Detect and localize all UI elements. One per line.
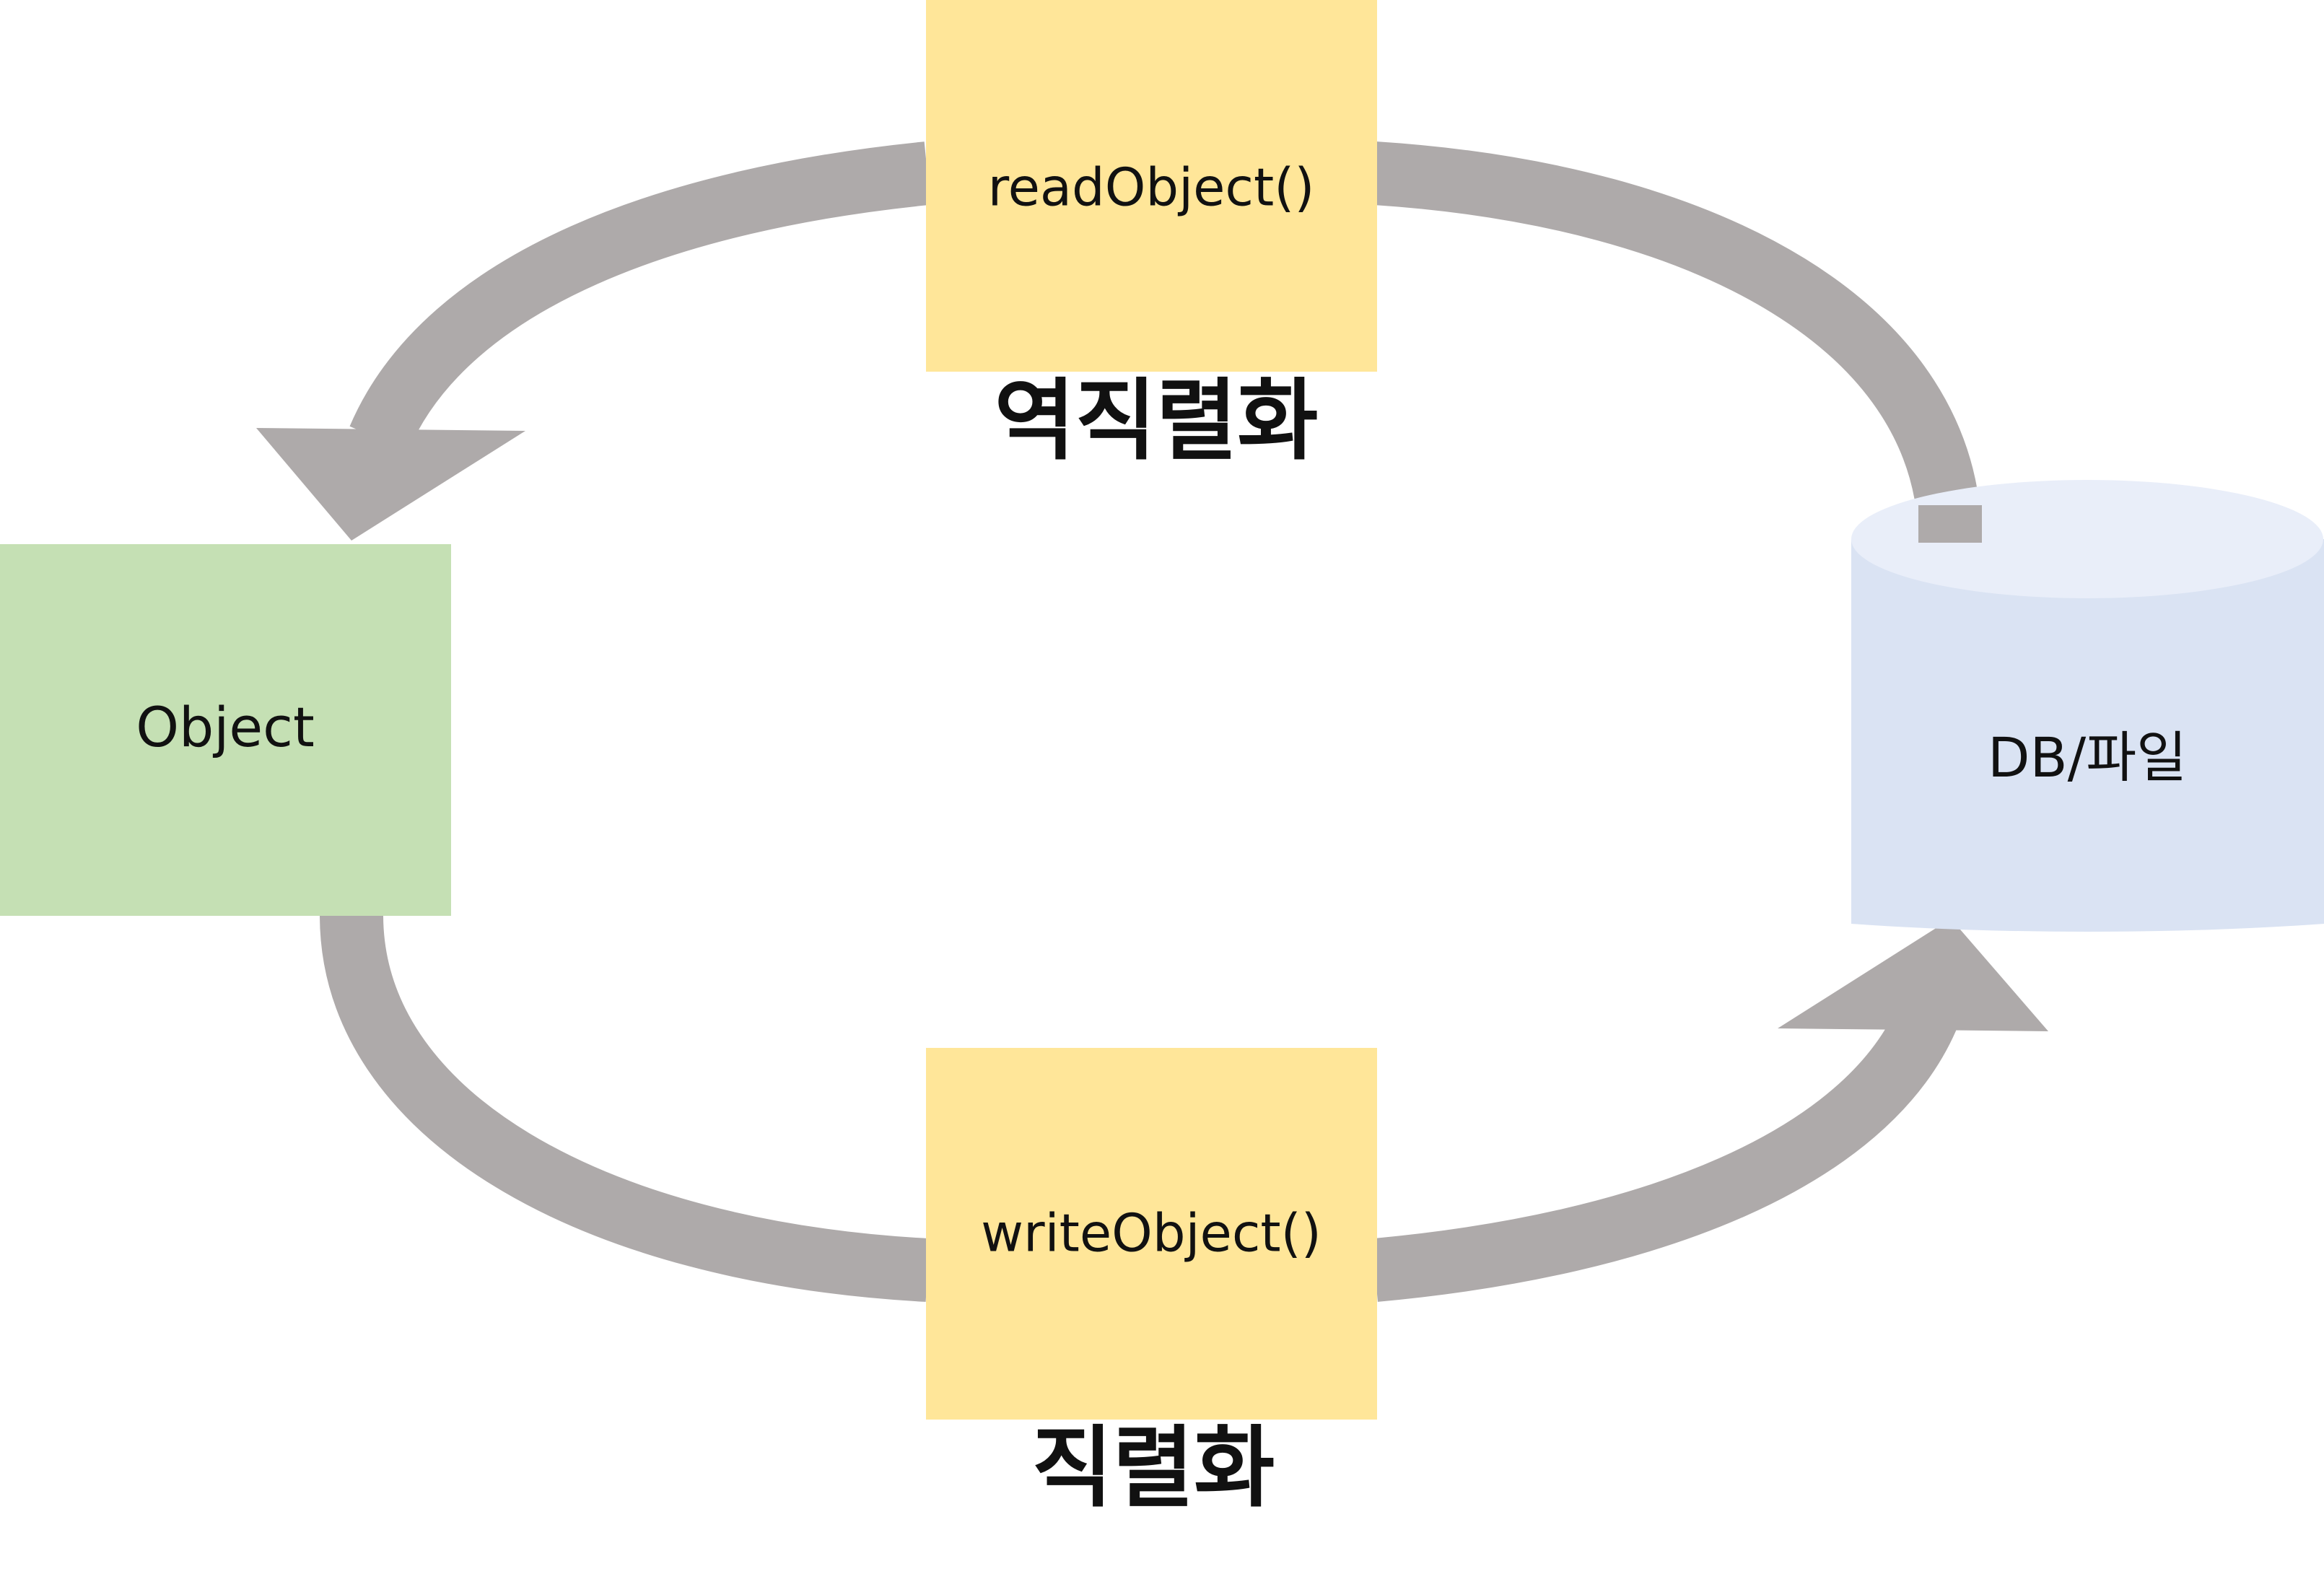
deserialize-arrowhead [256,428,525,541]
cylinder-body [1851,539,2324,932]
deserialize-caption: 역직렬화 [995,370,1319,472]
serialize-arrowhead [1778,919,2048,1031]
object-label: Object [136,695,315,759]
serialize-arc-right [1372,1004,1957,1302]
read-object-label: readObject() [988,157,1315,218]
read-object-box [926,0,1377,372]
deserialize-arc-right [1373,141,1982,543]
object-box [0,544,451,916]
write-object-box [926,1048,1377,1420]
deserialize-arc-tail [1918,505,1982,543]
storage-label: DB/파일 [1988,725,2187,790]
storage-cylinder [1851,480,2324,932]
deserialize-arc-left [349,141,931,452]
serialize-arc-left [320,914,930,1302]
write-object-label: writeObject() [981,1203,1322,1264]
serialize-caption: 직렬화 [1032,1417,1275,1519]
